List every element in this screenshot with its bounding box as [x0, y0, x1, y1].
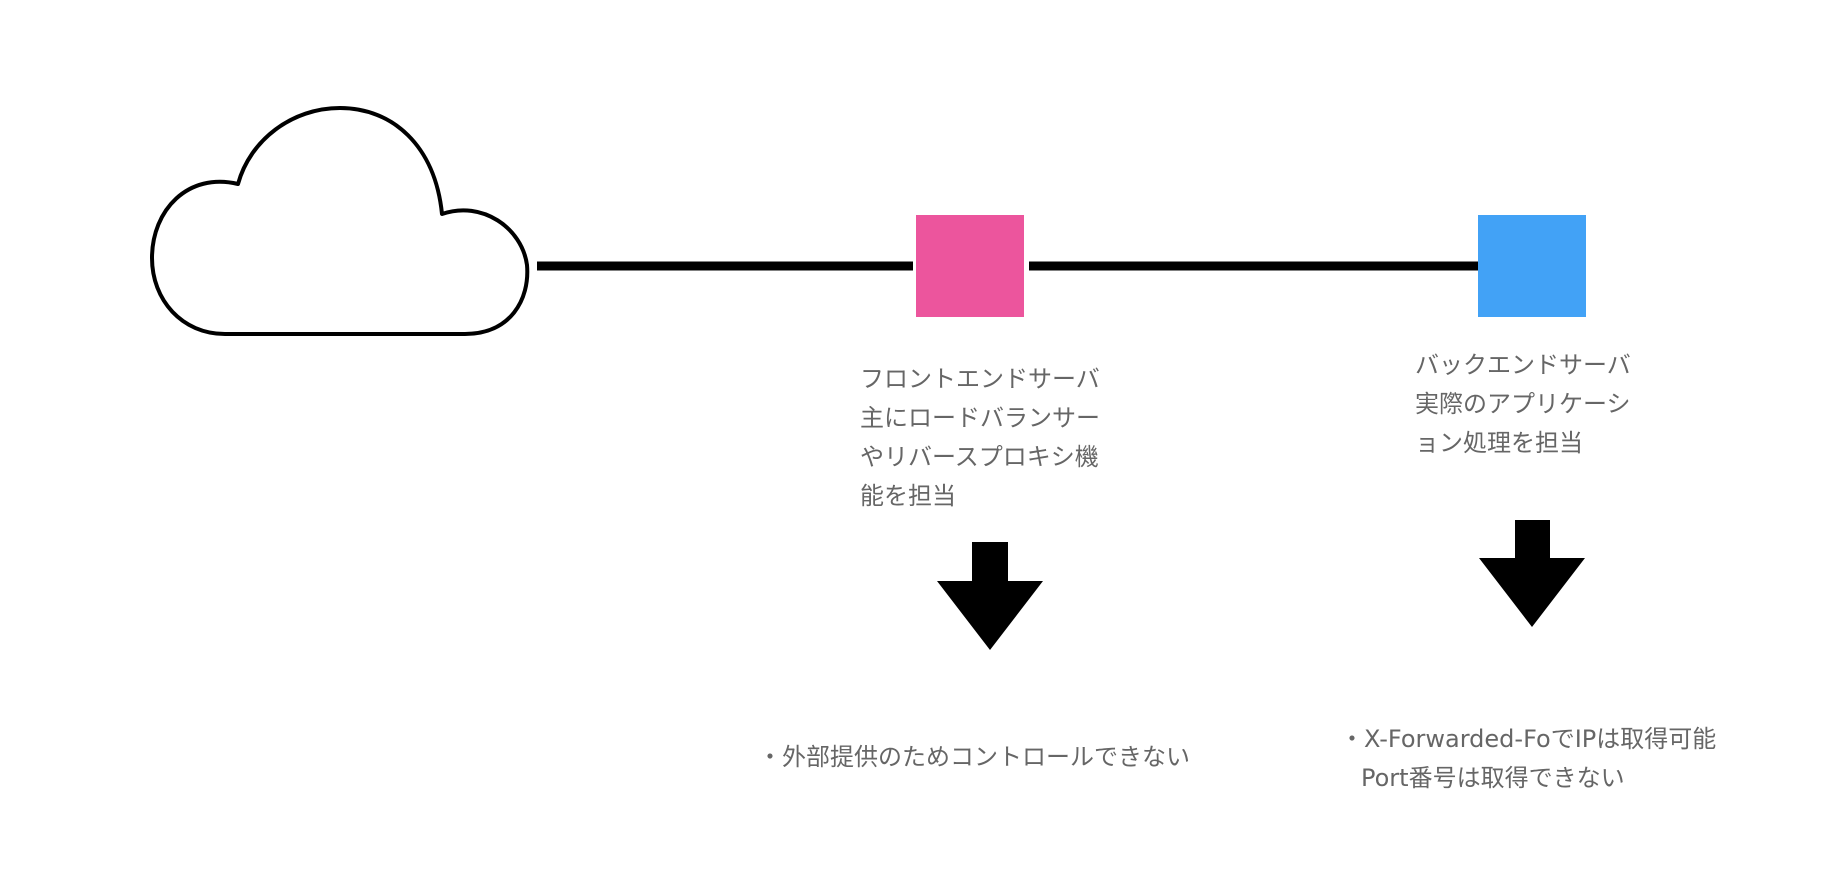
frontend-label-line: やリバースプロキシ機 — [860, 443, 1099, 471]
backend-label-line: ョン処理を担当 — [1415, 429, 1583, 457]
frontend-label-line: 主にロードバランサー — [860, 404, 1100, 432]
cloud-icon — [150, 106, 530, 336]
backend-label-line: 実際のアプリケーシ — [1415, 390, 1631, 418]
backend-server-label: バックエンドサーバ 実際のアプリケーシ ョン処理を担当 — [1415, 346, 1631, 463]
frontend-down-arrow-icon — [937, 542, 1043, 650]
backend-label-line: バックエンドサーバ — [1415, 351, 1631, 379]
frontend-server-label: フロントエンドサーバ 主にロードバランサー やリバースプロキシ機 能を担当 — [860, 360, 1100, 516]
frontend-label-line: フロントエンドサーバ — [860, 365, 1100, 393]
frontend-server-box — [916, 215, 1024, 317]
frontend-note: ・外部提供のためコントロールできない — [758, 738, 1190, 777]
backend-server-box — [1478, 215, 1586, 317]
backend-note: ・X-Forwarded-FoでIPは取得可能 Port番号は取得できない — [1340, 720, 1716, 798]
backend-down-arrow-icon — [1479, 520, 1585, 627]
frontend-note-line: ・外部提供のためコントロールできない — [758, 743, 1190, 771]
frontend-label-line: 能を担当 — [860, 482, 956, 510]
backend-note-line: ・X-Forwarded-FoでIPは取得可能 — [1340, 725, 1717, 753]
backend-note-line: Port番号は取得できない — [1361, 764, 1625, 792]
